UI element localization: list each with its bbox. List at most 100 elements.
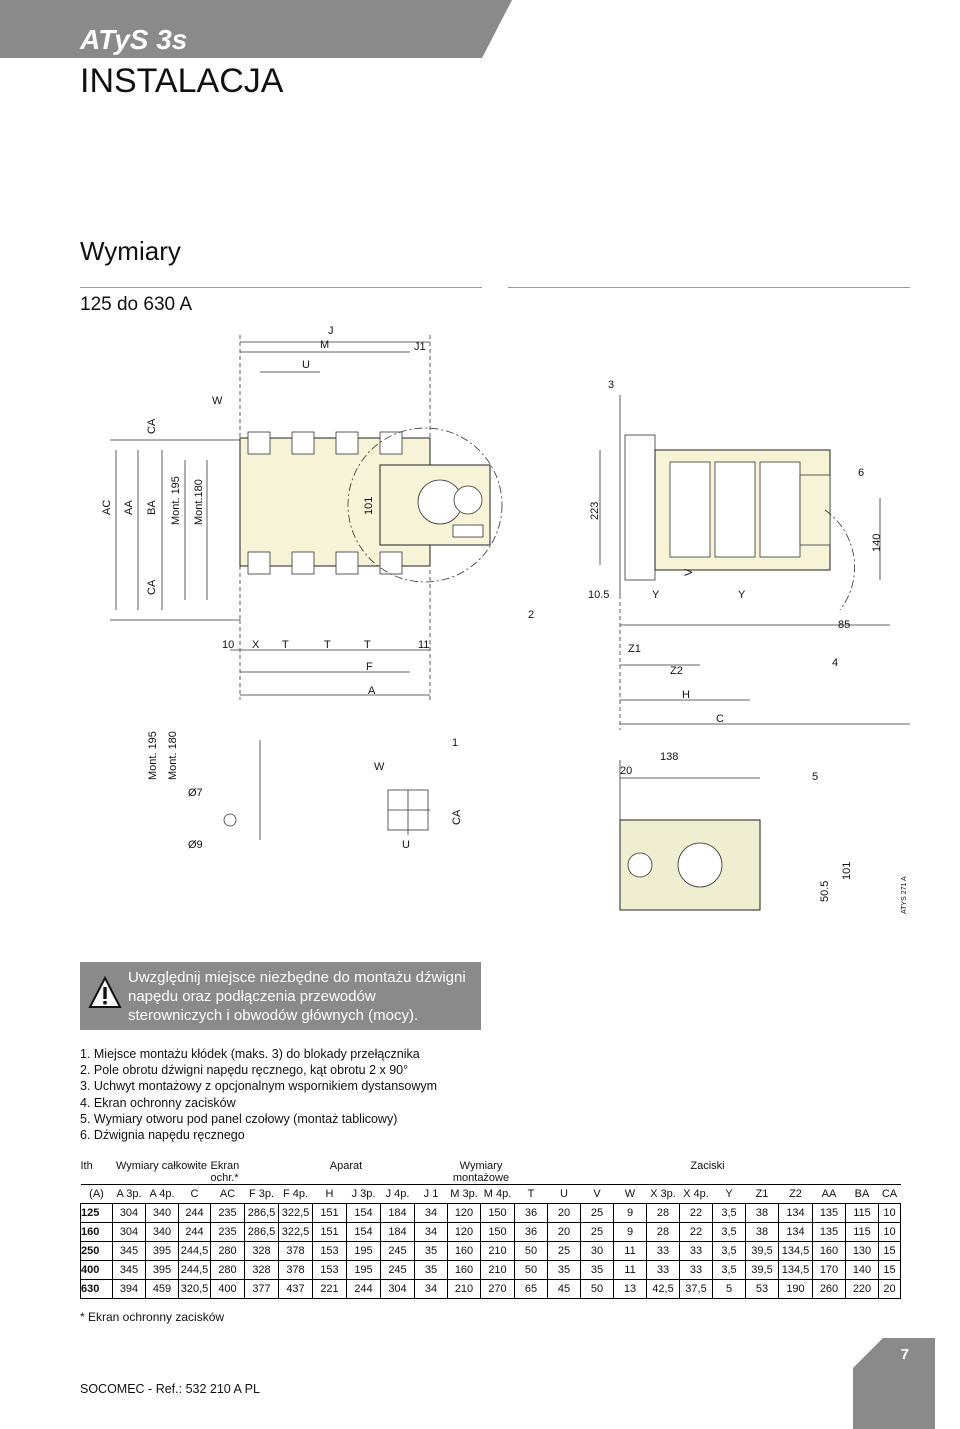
table-cell: 235 xyxy=(210,1203,245,1223)
note-item: 3. Uchwyt montażowy z opcjonalnym wsporn… xyxy=(80,1079,438,1094)
table-cell: 345 xyxy=(112,1241,146,1261)
dim-label: V xyxy=(683,568,695,576)
table-cell: 345 xyxy=(112,1260,146,1280)
dim-label: F xyxy=(366,661,373,673)
table-column-header: Z2 xyxy=(778,1184,813,1204)
dim-label: Y xyxy=(652,589,660,601)
table-cell: 184 xyxy=(380,1222,415,1242)
table-cell: 50 xyxy=(580,1279,614,1299)
warning-text: Uwzględnij miejsce niezbędne do montażu … xyxy=(128,969,466,1024)
table-cell: 50 xyxy=(514,1241,548,1261)
dimensions-table: Ith Wymiary całkowite Ekran ochr.* Apara… xyxy=(80,1160,901,1299)
brand-title: ATyS 3s xyxy=(80,24,188,55)
dim-label: J1 xyxy=(414,341,426,353)
table-cell: 134,5 xyxy=(778,1241,813,1261)
dim-label: 3 xyxy=(608,379,614,391)
table-cell: 153 xyxy=(312,1241,347,1261)
table-group-header: Aparat xyxy=(329,1160,363,1172)
table-cell: 210 xyxy=(480,1241,515,1261)
table-group-header: Wymiary montażowe xyxy=(452,1160,510,1184)
table-cell: 42,5 xyxy=(646,1279,680,1299)
table-cell: 245 xyxy=(380,1260,415,1280)
note-item: 2. Pole obrotu dźwigni napędu ręcznego, … xyxy=(80,1063,409,1078)
table-cell: 270 xyxy=(480,1279,515,1299)
dim-label: 5 xyxy=(812,771,818,783)
dim-label: 50.5 xyxy=(819,881,831,902)
dim-label: Mont. 195 xyxy=(170,476,182,525)
table-cell: 134 xyxy=(778,1222,813,1242)
dim-label: 138 xyxy=(660,751,678,763)
table-column-header: M 3p. xyxy=(447,1184,481,1204)
dim-label: C xyxy=(716,713,724,725)
table-cell: 5 xyxy=(712,1279,746,1299)
dim-label: AC xyxy=(101,500,113,515)
dim-label: 20 xyxy=(620,765,632,777)
table-cell: 195 xyxy=(346,1260,381,1280)
table-cell: 210 xyxy=(480,1260,515,1280)
table-cell: 50 xyxy=(514,1260,548,1280)
page-number-tab xyxy=(853,1413,935,1429)
table-cell: 11 xyxy=(613,1260,647,1280)
table-cell: 20 xyxy=(547,1203,581,1223)
table-group-header: Zaciski xyxy=(690,1160,725,1172)
dim-label: Z2 xyxy=(670,665,683,677)
dim-label: CA xyxy=(146,418,158,434)
table-group-header: Ith xyxy=(80,1160,93,1172)
table-cell: 135 xyxy=(812,1203,846,1223)
table-cell: 120 xyxy=(447,1203,481,1223)
table-cell: 322,5 xyxy=(278,1203,313,1223)
table-cell: 9 xyxy=(613,1203,647,1223)
table-group-header: Wymiary całkowite xyxy=(116,1160,207,1172)
dim-label: BA xyxy=(146,500,158,515)
table-cell: 3,5 xyxy=(712,1241,746,1261)
table-column-header: M 4p. xyxy=(480,1184,515,1204)
table-cell: 33 xyxy=(646,1260,680,1280)
table-cell: 25 xyxy=(580,1203,614,1223)
table-cell: 39,5 xyxy=(745,1260,779,1280)
table-column-header: C xyxy=(178,1184,211,1204)
section-title: Wymiary xyxy=(80,236,181,266)
table-cell: 151 xyxy=(312,1222,347,1242)
table-cell: 33 xyxy=(679,1260,713,1280)
table-cell: 459 xyxy=(145,1279,179,1299)
table-cell: 36 xyxy=(514,1203,548,1223)
dim-label: 2 xyxy=(528,609,534,621)
note-item: 5. Wymiary otworu pod panel czołowy (mon… xyxy=(80,1111,398,1126)
table-cell: 377 xyxy=(244,1279,279,1299)
dim-label: Ø7 xyxy=(188,787,203,799)
dim-label: Mont.180 xyxy=(193,479,205,525)
exclamation-triangle-icon xyxy=(88,976,122,1008)
table-cell: 115 xyxy=(845,1203,879,1223)
dim-label: U xyxy=(402,839,410,851)
table-cell: 34 xyxy=(414,1222,448,1242)
table-column-header-row: (A) A 3p. A 4p. C AC F 3p. F 4p. H J 3p.… xyxy=(80,1184,901,1204)
table-row-header: 250 xyxy=(80,1241,113,1261)
table-cell: 35 xyxy=(414,1260,448,1280)
table-cell: 34 xyxy=(414,1279,448,1299)
dim-label: W xyxy=(374,761,385,773)
table-cell: 10 xyxy=(878,1222,901,1242)
dim-label: 1 xyxy=(452,737,458,749)
table-cell: 20 xyxy=(547,1222,581,1242)
table-cell: 244,5 xyxy=(178,1241,211,1261)
table-column-header: T xyxy=(514,1184,548,1204)
table-cell: 244 xyxy=(178,1203,211,1223)
divider-left xyxy=(80,287,482,288)
table-cell: 160 xyxy=(812,1241,846,1261)
table-column-header: A 4p. xyxy=(145,1184,179,1204)
table-cell: 28 xyxy=(646,1203,680,1223)
table-cell: 150 xyxy=(480,1203,515,1223)
table-cell: 130 xyxy=(845,1241,879,1261)
table-cell: 140 xyxy=(845,1260,879,1280)
dim-label: J xyxy=(328,325,334,337)
table-cell: 34 xyxy=(414,1203,448,1223)
table-cell: 35 xyxy=(580,1260,614,1280)
dim-label: H xyxy=(682,689,690,701)
table-cell: 190 xyxy=(778,1279,813,1299)
table-cell: 10 xyxy=(878,1203,901,1223)
dim-label: Mont. 195 xyxy=(147,731,159,780)
dim-label: Z1 xyxy=(628,643,641,655)
table-cell: 38 xyxy=(745,1222,779,1242)
